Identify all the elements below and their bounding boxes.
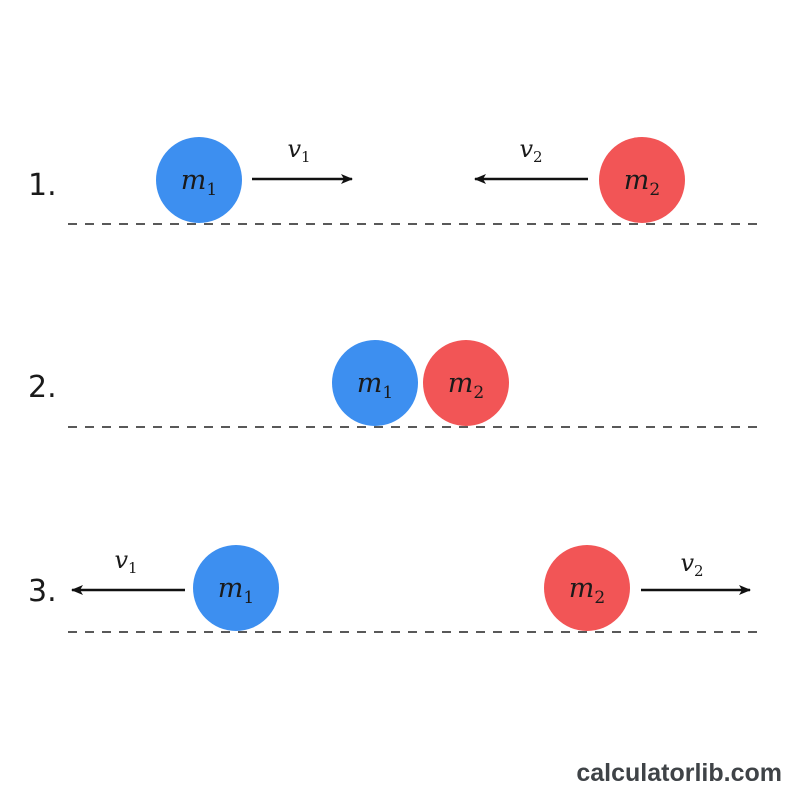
- stage-3-ball-m1-label: m1: [218, 573, 254, 608]
- stage-3-ball-m2-label: m2: [569, 573, 605, 608]
- stage-2-ball-m2-label: m2: [448, 368, 484, 403]
- stage-3-number: 3.: [28, 574, 57, 609]
- stage-1-number: 1.: [28, 168, 57, 203]
- stage-3-velocity-v2-label: v2: [680, 549, 703, 580]
- watermark: calculatorlib.com: [576, 759, 782, 787]
- stage-2-ball-m1: [332, 340, 418, 426]
- stage-2-ball-m1-label: m1: [357, 368, 393, 403]
- stage-1-velocity-v1-label: v1: [287, 135, 310, 166]
- stage-1-ball-m2: [599, 137, 685, 223]
- stage-1-ball-m2-label: m2: [624, 165, 660, 200]
- stage-2: 2. m1 m2: [28, 340, 762, 428]
- stage-2-ball-m2: [423, 340, 509, 426]
- stage-1-velocity-v2-label: v2: [519, 135, 542, 166]
- stage-2-number: 2.: [28, 370, 57, 405]
- stage-3: 3. v1 m1 m2 v2: [28, 545, 762, 633]
- stage-3-velocity-v1-label: v1: [114, 546, 137, 577]
- stage-3-ball-m1: [193, 545, 279, 631]
- stage-1-ball-m1: [156, 137, 242, 223]
- stage-1-ball-m1-label: m1: [181, 165, 217, 200]
- stage-3-ball-m2: [544, 545, 630, 631]
- stage-1: 1. m1 v1 v2 m2: [28, 135, 762, 225]
